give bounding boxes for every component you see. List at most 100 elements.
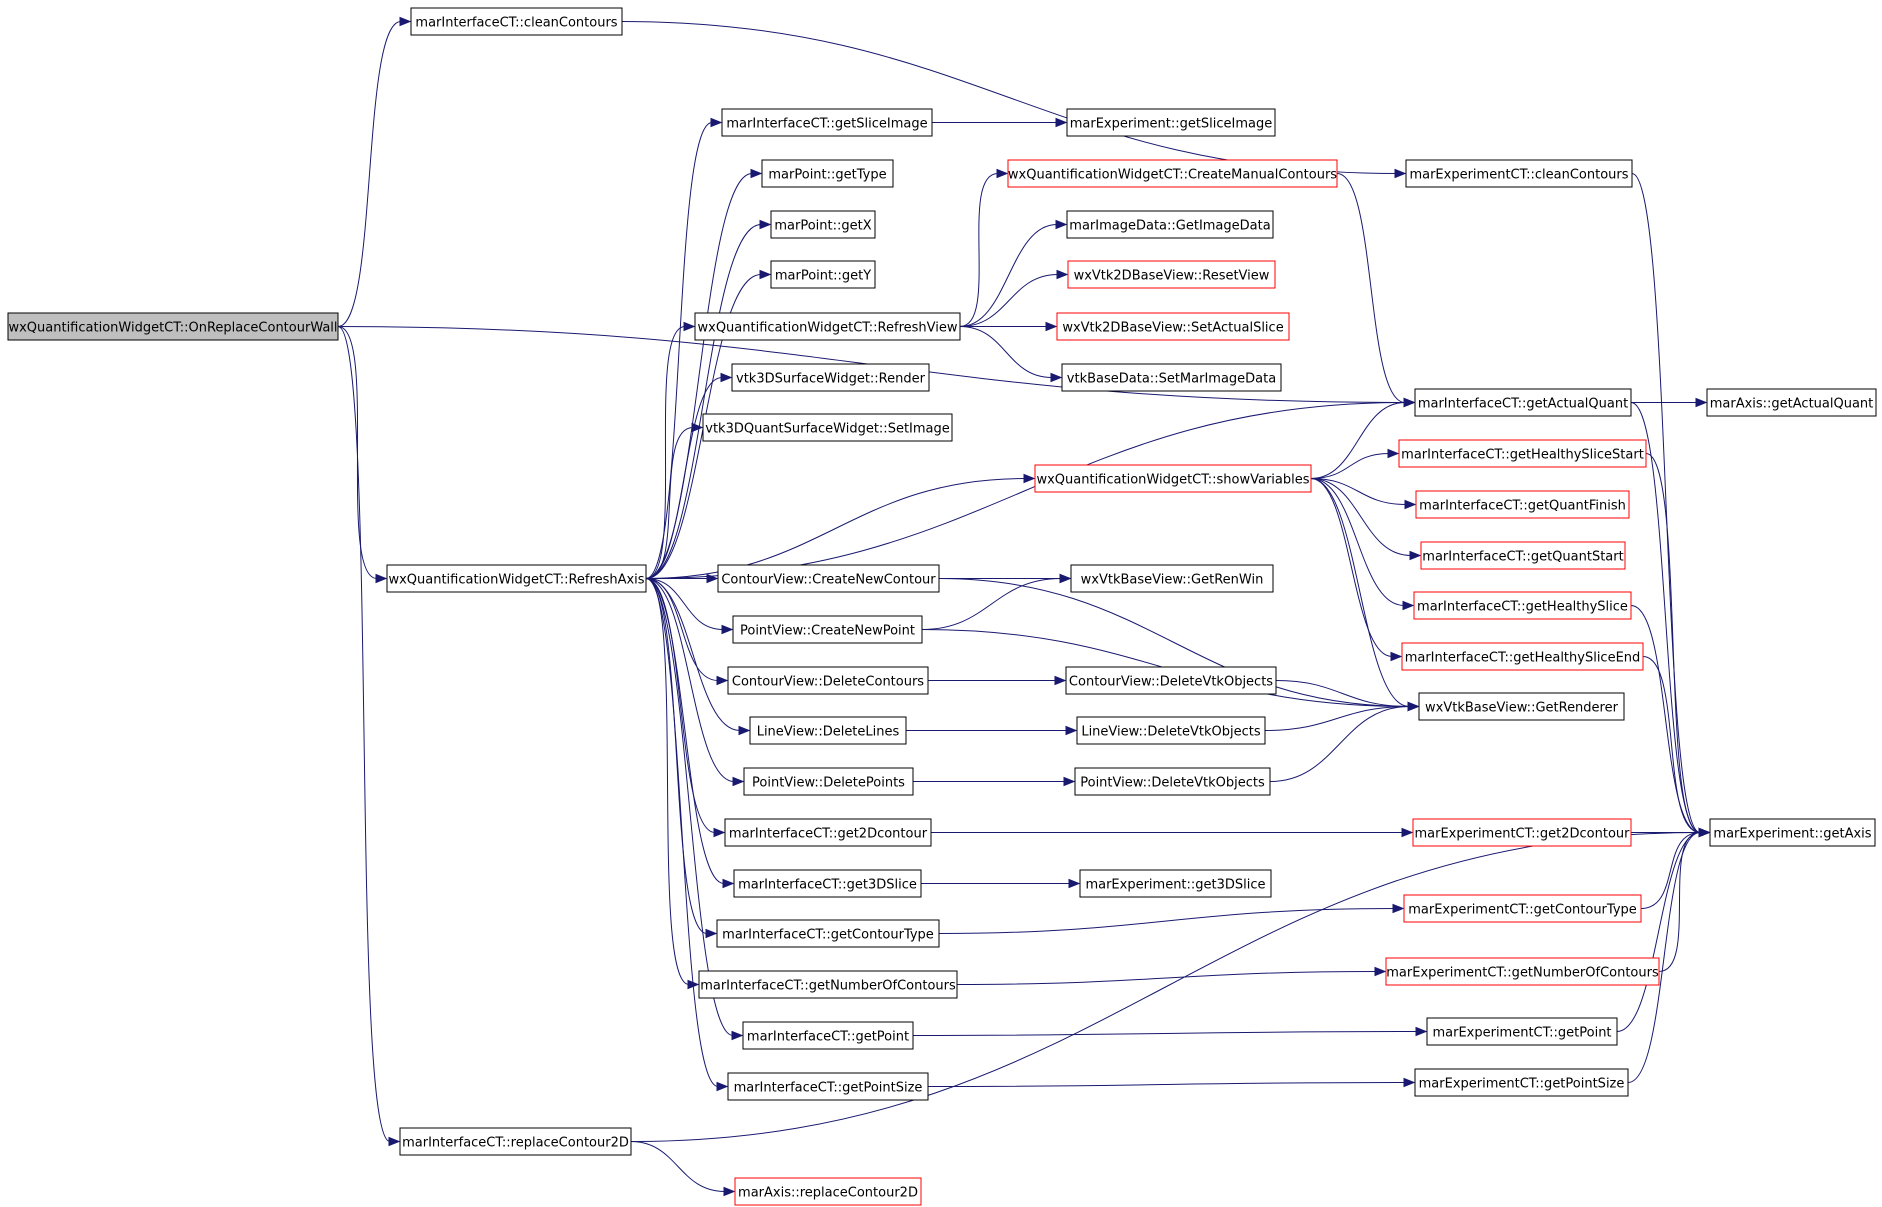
node-box[interactable]: [7, 312, 339, 341]
node-box[interactable]: [1426, 1017, 1618, 1046]
node-refreshAxis[interactable]: wxQuantificationWidgetCT::RefreshAxis: [386, 564, 647, 593]
node-replaceContour2D[interactable]: marInterfaceCT::replaceContour2D: [399, 1127, 632, 1156]
node-box[interactable]: [1065, 666, 1277, 695]
node-box[interactable]: [1398, 439, 1647, 468]
node-lineDeleteVtk[interactable]: LineView::DeleteVtkObjects: [1076, 716, 1266, 745]
node-deleteLines[interactable]: LineView::DeleteLines: [749, 716, 907, 745]
node-box[interactable]: [1079, 869, 1272, 898]
node-expGetAxis[interactable]: marExperiment::getAxis: [1709, 818, 1876, 847]
node-box[interactable]: [399, 1127, 632, 1156]
node-box[interactable]: [1706, 388, 1877, 417]
node-render[interactable]: vtk3DSurfaceWidget::Render: [731, 363, 930, 392]
node-box[interactable]: [727, 1072, 929, 1101]
node-box[interactable]: [749, 716, 907, 745]
node-box[interactable]: [386, 564, 647, 593]
node-get2Dcontour[interactable]: marInterfaceCT::get2Dcontour: [724, 818, 932, 847]
node-box[interactable]: [1412, 818, 1632, 847]
node-getX[interactable]: marPoint::getX: [770, 210, 876, 239]
node-box[interactable]: [1403, 894, 1642, 923]
node-expCTGetNumberOfContours[interactable]: marExperimentCT::getNumberOfContours: [1385, 957, 1660, 986]
node-box[interactable]: [721, 108, 933, 137]
node-expCTGetPoint[interactable]: marExperimentCT::getPoint: [1426, 1017, 1618, 1046]
node-createNewContour[interactable]: ContourView::CreateNewContour: [717, 564, 940, 593]
node-box[interactable]: [1061, 363, 1282, 392]
node-box[interactable]: [1414, 388, 1632, 417]
node-cleanContours[interactable]: marInterfaceCT::cleanContours: [410, 7, 623, 36]
node-refreshView[interactable]: wxQuantificationWidgetCT::RefreshView: [694, 312, 961, 341]
node-expGet3DSlice[interactable]: marExperiment::get3DSlice: [1079, 869, 1272, 898]
node-box[interactable]: [742, 1021, 914, 1050]
node-box[interactable]: [733, 869, 922, 898]
node-box[interactable]: [1074, 767, 1271, 796]
node-getHealthySliceStart[interactable]: marInterfaceCT::getHealthySliceStart: [1398, 439, 1647, 468]
node-showVariables[interactable]: wxQuantificationWidgetCT::showVariables: [1034, 464, 1312, 493]
node-expCTGet2Dcontour[interactable]: marExperimentCT::get2Dcontour: [1412, 818, 1632, 847]
node-axisReplaceContour2D[interactable]: marAxis::replaceContour2D: [734, 1177, 922, 1206]
node-box[interactable]: [702, 413, 953, 442]
node-box[interactable]: [1401, 642, 1644, 671]
node-box[interactable]: [717, 564, 940, 593]
node-getSliceImage[interactable]: marInterfaceCT::getSliceImage: [721, 108, 933, 137]
node-createManualContours[interactable]: wxQuantificationWidgetCT::CreateManualCo…: [1007, 159, 1338, 188]
node-get3DSlice[interactable]: marInterfaceCT::get3DSlice: [733, 869, 922, 898]
node-deletePoints[interactable]: PointView::DeletePoints: [743, 767, 914, 796]
node-box[interactable]: [1056, 312, 1290, 341]
node-getNumberOfContours[interactable]: marInterfaceCT::getNumberOfContours: [698, 970, 958, 999]
node-box[interactable]: [694, 312, 961, 341]
node-box[interactable]: [770, 210, 876, 239]
node-box[interactable]: [1414, 1068, 1629, 1097]
node-getImageData[interactable]: marImageData::GetImageData: [1066, 210, 1274, 239]
node-box[interactable]: [1066, 210, 1274, 239]
node-box[interactable]: [734, 1177, 922, 1206]
node-box[interactable]: [727, 666, 929, 695]
node-box[interactable]: [1066, 108, 1276, 137]
node-box[interactable]: [1007, 159, 1338, 188]
node-box[interactable]: [732, 615, 923, 644]
node-box[interactable]: [1413, 591, 1632, 620]
node-box[interactable]: [410, 7, 623, 36]
node-box[interactable]: [716, 919, 940, 948]
node-expCTGetPointSize[interactable]: marExperimentCT::getPointSize: [1414, 1068, 1629, 1097]
node-box[interactable]: [1385, 957, 1660, 986]
node-box[interactable]: [1067, 260, 1276, 289]
node-getY[interactable]: marPoint::getY: [770, 260, 876, 289]
node-expCTGetContourType[interactable]: marExperimentCT::getContourType: [1403, 894, 1642, 923]
node-setImage[interactable]: vtk3DQuantSurfaceWidget::SetImage: [702, 413, 953, 442]
node-pointDeleteVtk[interactable]: PointView::DeleteVtkObjects: [1074, 767, 1271, 796]
node-getRenWin[interactable]: wxVtkBaseView::GetRenWin: [1070, 564, 1274, 593]
node-box[interactable]: [761, 159, 894, 188]
node-getPoint[interactable]: marInterfaceCT::getPoint: [742, 1021, 914, 1050]
node-getQuantStart[interactable]: marInterfaceCT::getQuantStart: [1420, 541, 1626, 570]
node-expCleanContours[interactable]: marExperimentCT::cleanContours: [1405, 159, 1633, 188]
node-getRenderer[interactable]: wxVtkBaseView::GetRenderer: [1418, 692, 1625, 721]
node-box[interactable]: [1709, 818, 1876, 847]
node-getContourType[interactable]: marInterfaceCT::getContourType: [716, 919, 940, 948]
node-box[interactable]: [1070, 564, 1274, 593]
node-getHealthySliceEnd[interactable]: marInterfaceCT::getHealthySliceEnd: [1401, 642, 1644, 671]
node-box[interactable]: [1415, 490, 1630, 519]
node-setMarImageData[interactable]: vtkBaseData::SetMarImageData: [1061, 363, 1282, 392]
node-setActualSlice[interactable]: wxVtk2DBaseView::SetActualSlice: [1056, 312, 1290, 341]
node-box[interactable]: [731, 363, 930, 392]
node-box[interactable]: [743, 767, 914, 796]
node-box[interactable]: [1034, 464, 1312, 493]
node-getActualQuant[interactable]: marInterfaceCT::getActualQuant: [1414, 388, 1632, 417]
node-box[interactable]: [1418, 692, 1625, 721]
node-box[interactable]: [1405, 159, 1633, 188]
node-root[interactable]: wxQuantificationWidgetCT::OnReplaceConto…: [7, 312, 339, 341]
node-deleteContours[interactable]: ContourView::DeleteContours: [727, 666, 929, 695]
node-getPointSize[interactable]: marInterfaceCT::getPointSize: [727, 1072, 929, 1101]
node-box[interactable]: [770, 260, 876, 289]
node-resetView[interactable]: wxVtk2DBaseView::ResetView: [1067, 260, 1276, 289]
node-getType[interactable]: marPoint::getType: [761, 159, 894, 188]
node-box[interactable]: [1420, 541, 1626, 570]
node-box[interactable]: [724, 818, 932, 847]
node-getHealthySlice[interactable]: marInterfaceCT::getHealthySlice: [1413, 591, 1632, 620]
node-box[interactable]: [1076, 716, 1266, 745]
node-box[interactable]: [698, 970, 958, 999]
node-axisGetActualQuant[interactable]: marAxis::getActualQuant: [1706, 388, 1877, 417]
node-expGetSliceImage[interactable]: marExperiment::getSliceImage: [1066, 108, 1276, 137]
node-getQuantFinish[interactable]: marInterfaceCT::getQuantFinish: [1415, 490, 1630, 519]
node-contourDeleteVtk[interactable]: ContourView::DeleteVtkObjects: [1065, 666, 1277, 695]
node-createNewPoint[interactable]: PointView::CreateNewPoint: [732, 615, 923, 644]
